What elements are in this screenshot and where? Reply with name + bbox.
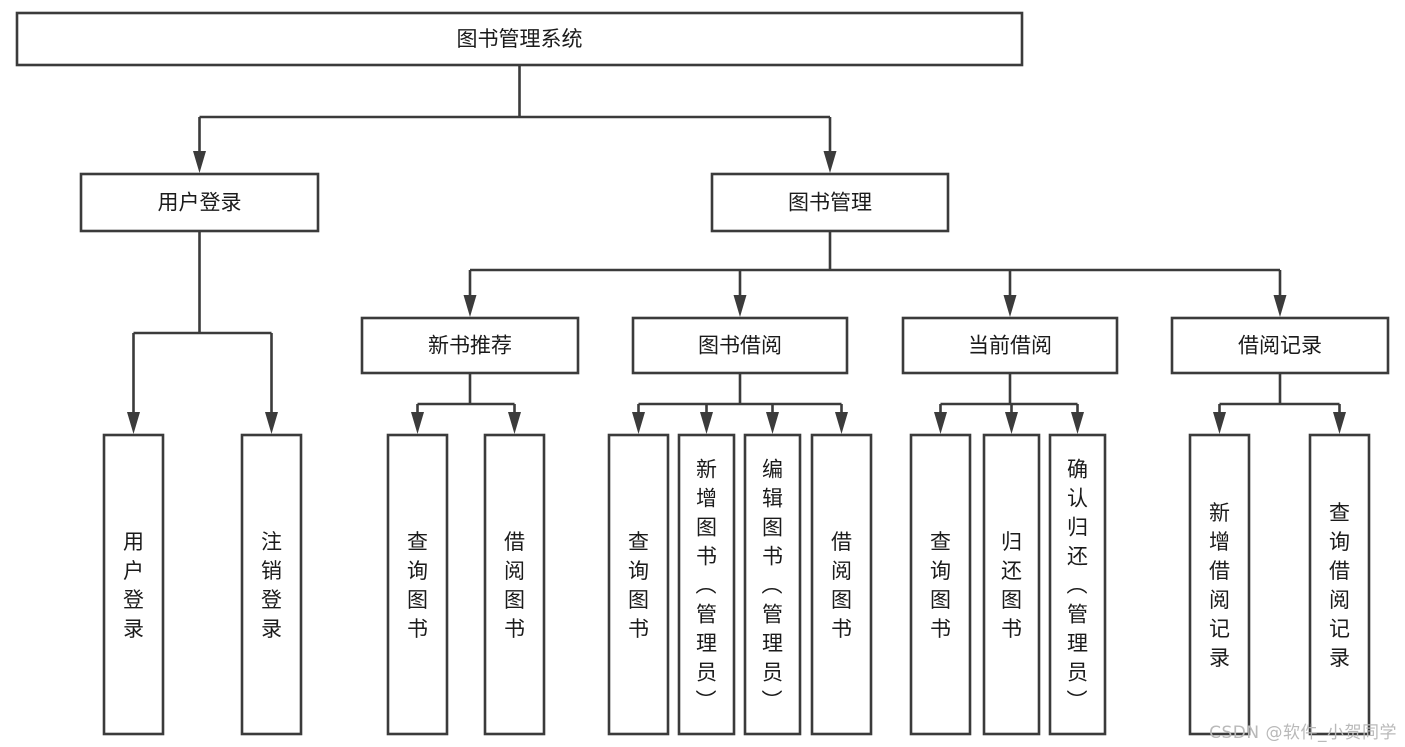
node-leaf-bb-edit[interactable]: 编辑图书（管理员） bbox=[743, 433, 802, 736]
node-box[interactable] bbox=[1170, 316, 1390, 375]
arrowhead-icon bbox=[508, 412, 521, 434]
arrowhead-icon bbox=[934, 412, 947, 434]
arrowhead-icon bbox=[1213, 412, 1226, 434]
arrowhead-icon bbox=[1071, 412, 1084, 434]
node-box[interactable] bbox=[1188, 433, 1251, 736]
node-label: 确认归还（管理员） bbox=[1067, 458, 1089, 714]
node-box[interactable] bbox=[15, 11, 1024, 67]
arrowhead-icon bbox=[411, 412, 424, 434]
node-label: 编辑图书（管理员） bbox=[762, 458, 784, 714]
node-label: 当前借阅 bbox=[968, 334, 1052, 358]
arrowhead-icon bbox=[1003, 295, 1017, 317]
arrowhead-icon bbox=[463, 295, 477, 317]
node-new-book-rec[interactable]: 新书推荐 bbox=[360, 316, 580, 375]
node-label: 查询图书 bbox=[628, 530, 649, 641]
connector-group-current-borrow bbox=[934, 373, 1084, 434]
node-leaf-br-query[interactable]: 查询借阅记录 bbox=[1308, 433, 1371, 736]
arrowhead-icon bbox=[193, 151, 206, 173]
node-leaf-user-logout[interactable]: 注销登录 bbox=[240, 433, 303, 736]
arrowhead-icon bbox=[835, 412, 848, 434]
node-label: 查询图书 bbox=[930, 530, 951, 641]
connector-group-new-book-rec bbox=[411, 373, 521, 434]
node-label: 用户登录 bbox=[158, 191, 242, 215]
node-box[interactable] bbox=[360, 316, 580, 375]
connector-group-user-login bbox=[127, 231, 278, 434]
connector-group-book-manage bbox=[463, 231, 1287, 317]
node-user-login[interactable]: 用户登录 bbox=[79, 172, 320, 233]
node-label: 借阅记录 bbox=[1238, 334, 1322, 358]
arrowhead-icon bbox=[127, 412, 140, 434]
node-box[interactable] bbox=[909, 433, 972, 736]
arrowhead-icon bbox=[700, 412, 713, 434]
node-label: 新书推荐 bbox=[428, 334, 512, 358]
node-layer: 图书管理系统用户登录图书管理新书推荐图书借阅当前借阅借阅记录用户登录注销登录查询… bbox=[15, 11, 1390, 736]
node-box[interactable] bbox=[710, 172, 950, 233]
node-label: 图书借阅 bbox=[698, 334, 782, 358]
connector-layer bbox=[127, 65, 1346, 434]
node-box[interactable] bbox=[677, 433, 736, 736]
node-box[interactable] bbox=[1048, 433, 1107, 736]
node-box[interactable] bbox=[810, 433, 873, 736]
node-box[interactable] bbox=[483, 433, 546, 736]
node-box[interactable] bbox=[1308, 433, 1371, 736]
node-label: 借阅图书 bbox=[831, 530, 852, 641]
node-box[interactable] bbox=[79, 172, 320, 233]
node-box[interactable] bbox=[901, 316, 1119, 375]
connector-group-borrow-record bbox=[1213, 373, 1346, 434]
node-root[interactable]: 图书管理系统 bbox=[15, 11, 1024, 67]
connector-group-book-borrow bbox=[632, 373, 848, 434]
arrowhead-icon bbox=[766, 412, 779, 434]
node-leaf-user-login[interactable]: 用户登录 bbox=[102, 433, 165, 736]
node-label: 借阅图书 bbox=[504, 530, 525, 641]
connector-group-root bbox=[193, 65, 837, 173]
node-leaf-rec-borrow[interactable]: 借阅图书 bbox=[483, 433, 546, 736]
node-label: 新增图书（管理员） bbox=[696, 458, 718, 714]
node-label: 查询借阅记录 bbox=[1329, 501, 1350, 670]
arrowhead-icon bbox=[265, 412, 278, 434]
node-leaf-rec-query[interactable]: 查询图书 bbox=[386, 433, 449, 736]
node-leaf-bb-borrow[interactable]: 借阅图书 bbox=[810, 433, 873, 736]
arrowhead-icon bbox=[1273, 295, 1287, 317]
arrowhead-icon bbox=[1333, 412, 1346, 434]
node-leaf-bb-add[interactable]: 新增图书（管理员） bbox=[677, 433, 736, 736]
node-box[interactable] bbox=[607, 433, 670, 736]
node-leaf-br-add[interactable]: 新增借阅记录 bbox=[1188, 433, 1251, 736]
arrowhead-icon bbox=[632, 412, 645, 434]
arrowhead-icon bbox=[823, 151, 837, 173]
node-leaf-cb-query[interactable]: 查询图书 bbox=[909, 433, 972, 736]
node-box[interactable] bbox=[982, 433, 1041, 736]
node-book-borrow[interactable]: 图书借阅 bbox=[631, 316, 849, 375]
arrowhead-icon bbox=[1005, 412, 1018, 434]
node-label: 图书管理系统 bbox=[457, 27, 583, 51]
node-leaf-bb-query[interactable]: 查询图书 bbox=[607, 433, 670, 736]
node-box[interactable] bbox=[743, 433, 802, 736]
node-label: 注销登录 bbox=[261, 530, 282, 641]
node-leaf-cb-confirm[interactable]: 确认归还（管理员） bbox=[1048, 433, 1107, 736]
node-box[interactable] bbox=[240, 433, 303, 736]
arrowhead-icon bbox=[733, 295, 747, 317]
node-label: 新增借阅记录 bbox=[1209, 501, 1230, 670]
node-box[interactable] bbox=[102, 433, 165, 736]
node-borrow-record[interactable]: 借阅记录 bbox=[1170, 316, 1390, 375]
node-leaf-cb-return[interactable]: 归还图书 bbox=[982, 433, 1041, 736]
node-label: 用户登录 bbox=[123, 530, 144, 641]
node-book-manage[interactable]: 图书管理 bbox=[710, 172, 950, 233]
node-label: 查询图书 bbox=[407, 530, 428, 641]
node-label: 归还图书 bbox=[1001, 530, 1022, 641]
node-box[interactable] bbox=[631, 316, 849, 375]
node-label: 图书管理 bbox=[788, 191, 872, 215]
csdn-watermark: CSDN @软件_小贺同学 bbox=[1209, 723, 1397, 743]
node-box[interactable] bbox=[386, 433, 449, 736]
node-current-borrow[interactable]: 当前借阅 bbox=[901, 316, 1119, 375]
